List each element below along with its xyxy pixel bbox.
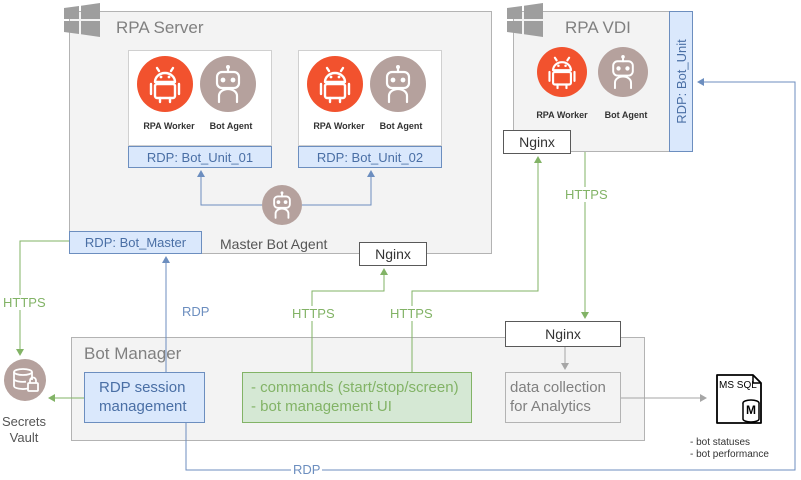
ms-sql-letter: M bbox=[746, 403, 756, 417]
rdp-bot-unit-02: RDP: Bot_Unit_02 bbox=[298, 146, 442, 168]
master-bot-agent-icon bbox=[262, 185, 302, 225]
https-to-nginx-vdi bbox=[411, 156, 542, 372]
ms-sql-database-icon bbox=[716, 374, 762, 424]
rdp-bottom-label: RDP bbox=[291, 462, 323, 477]
https-to-nginx-server-a bbox=[311, 268, 388, 372]
rpa-server-title: RPA Server bbox=[116, 18, 204, 37]
secrets-vault-label: Secrets Vault bbox=[0, 414, 48, 446]
nginx-bot-manager: Nginx bbox=[505, 321, 621, 347]
commands-line2: - bot management UI bbox=[251, 398, 392, 415]
https-to-vault-line bbox=[16, 240, 69, 356]
rdp-bot-unit-vertical: RDP: Bot_Unit bbox=[669, 11, 693, 152]
https-vdi-label: HTTPS bbox=[565, 187, 608, 202]
commands-line1: - commands (start/stop/screen) bbox=[251, 379, 459, 396]
ms-sql-label: MS SQL bbox=[719, 380, 757, 391]
rpa-worker-label: RPA Worker bbox=[313, 121, 365, 131]
windows-icon bbox=[507, 3, 543, 37]
ms-sql-notes: - bot statuses - bot performance bbox=[690, 437, 769, 461]
note-bot-statuses: - bot statuses bbox=[690, 437, 751, 448]
rdp-bot-master: RDP: Bot_Master bbox=[69, 231, 202, 254]
note-bot-performance: - bot performance bbox=[690, 449, 769, 460]
windows-icon bbox=[64, 3, 100, 37]
rdp-master-label: RDP bbox=[180, 304, 212, 319]
android-robot-icon bbox=[537, 47, 587, 97]
nginx-rpa-vdi: Nginx bbox=[503, 130, 571, 154]
data-collection-box: data collection for Analytics bbox=[505, 372, 621, 423]
bot-agent-label: Bot Agent bbox=[209, 121, 253, 131]
commands-box: - commands (start/stop/screen) - bot man… bbox=[242, 372, 472, 423]
https-nginx-server-label-a: HTTPS bbox=[292, 306, 335, 321]
android-robot-icon bbox=[137, 56, 193, 112]
secrets-vault-line1: Secrets bbox=[1, 414, 47, 429]
bot-agent-icon bbox=[370, 56, 426, 112]
data-collection-line1: data collection bbox=[510, 379, 606, 396]
master-to-unit-02-line bbox=[302, 170, 375, 206]
rdp-bot-unit-01: RDP: Bot_Unit_01 bbox=[128, 146, 272, 168]
bot-agent-icon bbox=[598, 47, 648, 97]
bot-manager-title: Bot Manager bbox=[84, 344, 182, 363]
rpa-vdi-title: RPA VDI bbox=[565, 18, 631, 37]
bot-agent-icon bbox=[200, 56, 256, 112]
rpa-worker-label: RPA Worker bbox=[536, 110, 588, 120]
master-bot-agent-label: Master Bot Agent bbox=[220, 236, 328, 252]
https-nginx-server-label-b: HTTPS bbox=[390, 306, 433, 321]
rdp-session-line1: RDP session bbox=[99, 379, 186, 396]
https-vault-label: HTTPS bbox=[3, 295, 46, 310]
master-to-unit-01-line bbox=[197, 170, 262, 206]
bot-agent-label: Bot Agent bbox=[604, 110, 648, 120]
android-robot-icon bbox=[307, 56, 363, 112]
rdp-session-line2: management bbox=[99, 398, 187, 415]
bot-agent-label: Bot Agent bbox=[379, 121, 423, 131]
rdp-bottom-loop-line bbox=[185, 78, 796, 471]
rdp-session-management-box: RDP session management bbox=[84, 372, 205, 423]
data-collection-line2: for Analytics bbox=[510, 398, 591, 415]
secrets-vault-icon bbox=[4, 359, 46, 401]
secrets-vault-line2: Vault bbox=[9, 430, 39, 445]
rpa-worker-label: RPA Worker bbox=[143, 121, 195, 131]
nginx-rpa-server: Nginx bbox=[359, 242, 427, 266]
